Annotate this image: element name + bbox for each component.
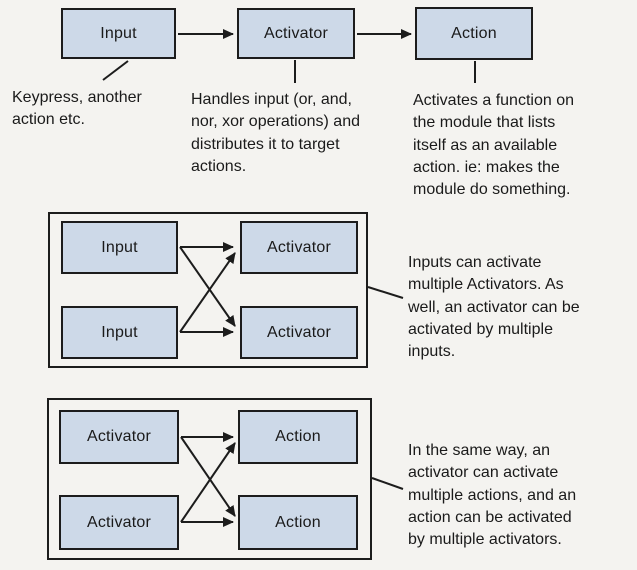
fanout1-activator-bottom-label: Activator — [266, 323, 332, 341]
input-caption: Keypress, another action etc. — [12, 89, 142, 129]
fanout1-activator-top-label: Activator — [266, 238, 332, 256]
fanout2-activator-node-bottom: Activator — [59, 495, 179, 550]
fanout1-activator-node-top: Activator — [240, 221, 358, 274]
callout-line-fanout1 — [367, 286, 404, 299]
activator-node: Activator — [237, 8, 355, 59]
callout-line-fanout2 — [371, 477, 404, 490]
fanout2-activator-top-label: Activator — [86, 428, 152, 445]
input-node-label: Input — [100, 24, 137, 42]
action-node: Action — [415, 7, 533, 60]
activator-caption: Handles input (or, and, nor, xor operati… — [191, 91, 360, 175]
inputs-activators-group-box — [48, 212, 368, 368]
fanout2-action-bottom-label: Action — [275, 513, 321, 531]
activators-actions-group-box — [47, 398, 372, 560]
callout-line-input — [102, 60, 129, 81]
fanout1-input-top-label: Input — [101, 238, 138, 256]
fanout1-input-node-top: Input — [61, 221, 178, 274]
fanout2-action-node-bottom: Action — [238, 495, 358, 550]
fanout2-activator-bottom-label: Activator — [86, 513, 152, 531]
fanout1-caption: Inputs can activate multiple Activators.… — [408, 254, 580, 361]
fanout1-input-bottom-label: Input — [101, 323, 138, 341]
fanout1-activator-node-bottom: Activator — [240, 306, 358, 359]
fanout1-input-node-bottom: Input — [61, 306, 178, 359]
action-node-label: Action — [451, 24, 497, 42]
input-node: Input — [61, 8, 176, 59]
action-caption: Activates a function on the module that … — [413, 92, 574, 199]
activator-node-label: Activator — [263, 24, 329, 42]
fanout2-action-node-top: Action — [238, 410, 358, 464]
fanout2-action-top-label: Action — [275, 428, 321, 445]
fanout2-caption: In the same way, an activator can activa… — [408, 442, 577, 549]
fanout2-activator-node-top: Activator — [59, 410, 179, 464]
